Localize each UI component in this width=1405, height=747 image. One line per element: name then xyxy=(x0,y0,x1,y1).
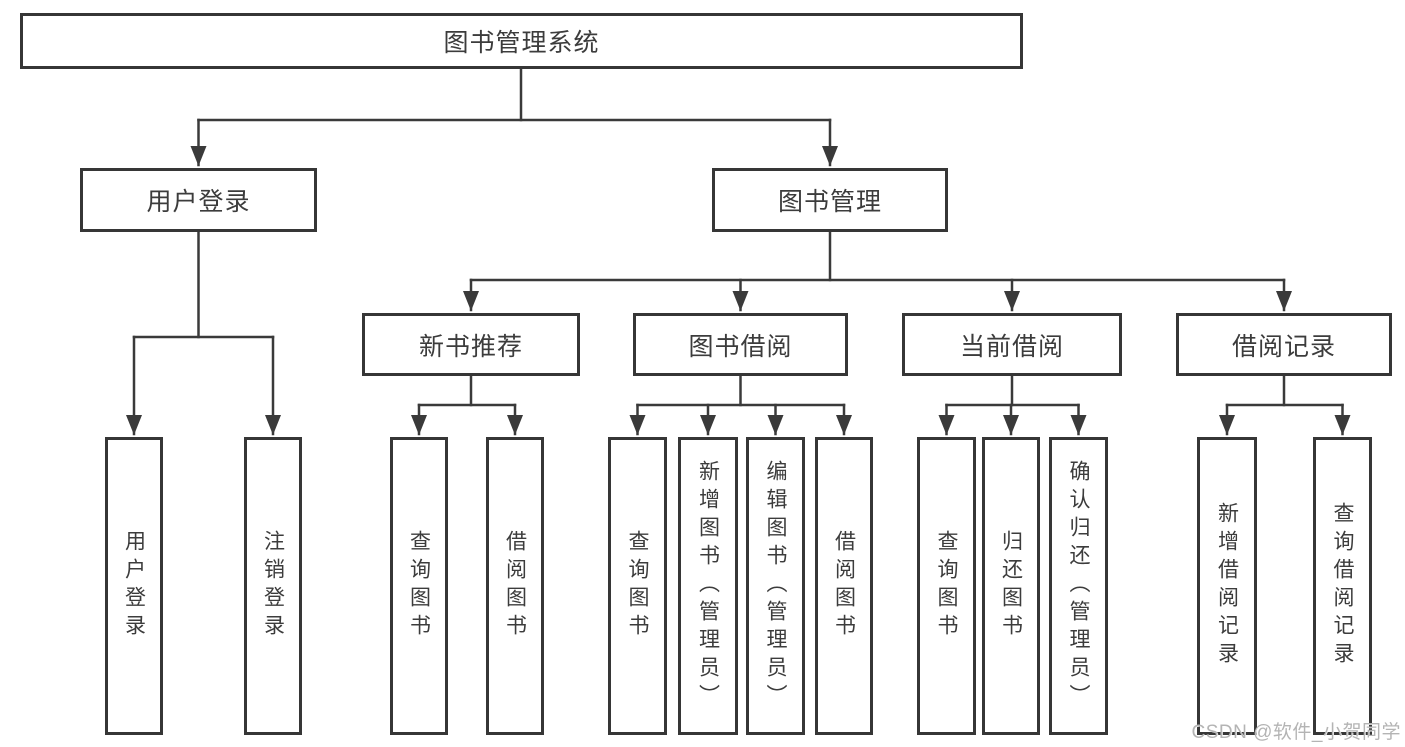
leaf-query-books-borrow: 查询图书 xyxy=(608,437,667,735)
leaf-add-borrow-record: 新增借阅记录 xyxy=(1197,437,1257,735)
leaf-confirm-return-admin: 确认归还（管理员） xyxy=(1049,437,1108,735)
node-book-management: 图书管理 xyxy=(712,168,948,232)
leaf-borrow-books-borrow: 借阅图书 xyxy=(815,437,873,735)
node-user-login: 用户登录 xyxy=(80,168,317,232)
leaf-return-books: 归还图书 xyxy=(982,437,1040,735)
node-new-book-recommend: 新书推荐 xyxy=(362,313,580,376)
leaf-query-books-new: 查询图书 xyxy=(390,437,448,735)
node-borrowing-records: 借阅记录 xyxy=(1176,313,1392,376)
leaf-logout: 注销登录 xyxy=(244,437,302,735)
leaf-user-login: 用户登录 xyxy=(105,437,163,735)
leaf-edit-books-admin: 编辑图书（管理员） xyxy=(746,437,805,735)
node-book-borrowing: 图书借阅 xyxy=(633,313,848,376)
leaf-borrow-books-new: 借阅图书 xyxy=(486,437,544,735)
node-root: 图书管理系统 xyxy=(20,13,1023,69)
leaf-query-borrow-record: 查询借阅记录 xyxy=(1313,437,1372,735)
leaf-add-books-admin: 新增图书（管理员） xyxy=(678,437,738,735)
node-current-borrowing: 当前借阅 xyxy=(902,313,1122,376)
leaf-query-books-current: 查询图书 xyxy=(917,437,976,735)
watermark: CSDN @软件_小贺同学 xyxy=(1191,722,1401,743)
